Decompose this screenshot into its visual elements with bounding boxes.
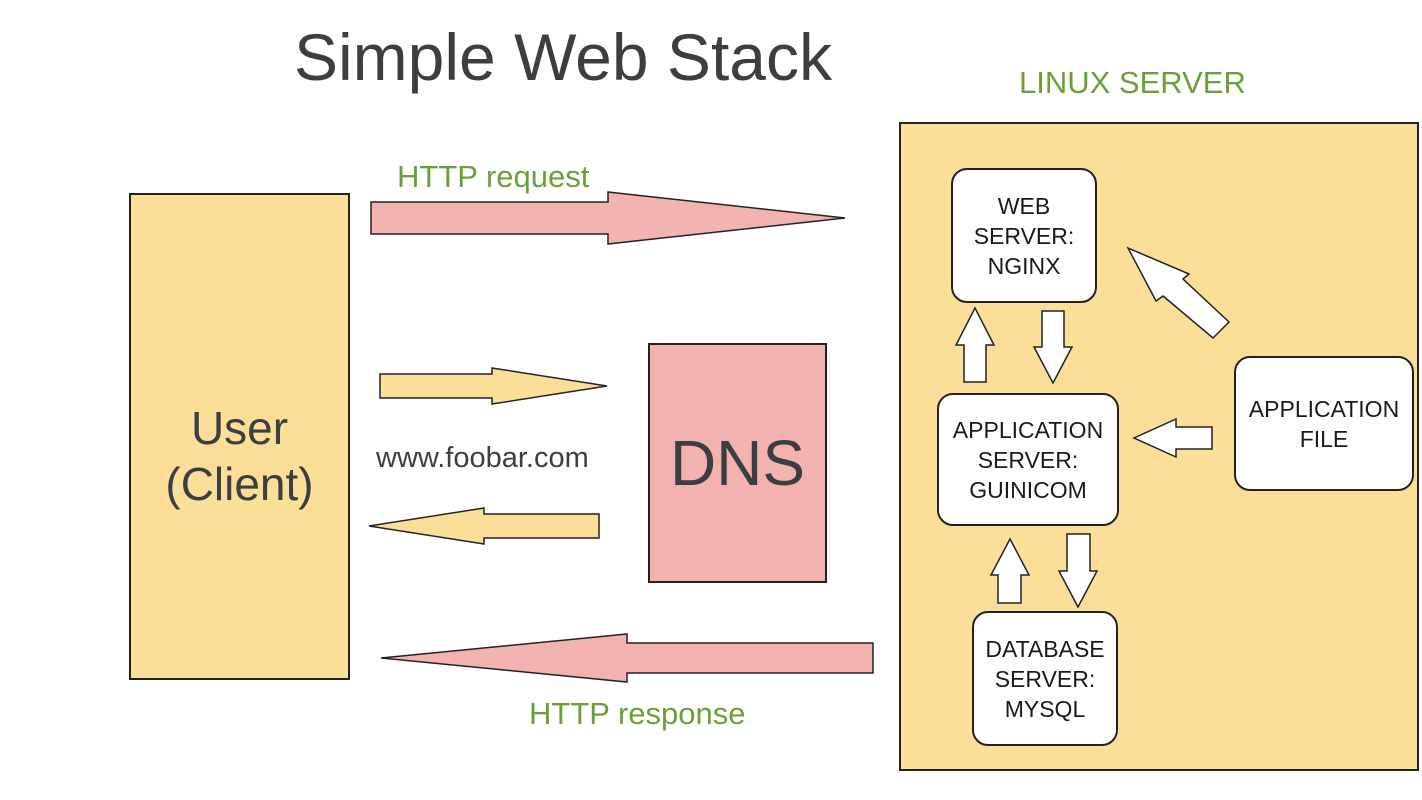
app-server-box: APPLICATION SERVER: GUINICOM bbox=[937, 393, 1119, 526]
dns-box bbox=[648, 343, 827, 583]
database-server-label: DATABASE SERVER: MYSQL bbox=[985, 635, 1105, 722]
http-response-arrow bbox=[380, 633, 874, 683]
web-server-box: WEB SERVER: NGINX bbox=[951, 168, 1097, 303]
http-request-label: HTTP request bbox=[397, 159, 590, 194]
app-to-web-arrow bbox=[954, 306, 996, 383]
app-server-label: APPLICATION SERVER: GUINICOM bbox=[952, 416, 1104, 503]
client-label: User (Client) bbox=[165, 402, 314, 510]
http-request-arrow bbox=[370, 191, 846, 245]
file-to-app-arrow bbox=[1132, 417, 1213, 459]
app-to-db-arrow bbox=[1057, 533, 1099, 609]
domain-name-label: www.foobar.com bbox=[376, 442, 589, 474]
client-box bbox=[129, 193, 350, 680]
file-to-web-arrow bbox=[1126, 246, 1231, 340]
server-label: LINUX SERVER bbox=[1019, 65, 1246, 100]
http-response-label: HTTP response bbox=[529, 696, 746, 731]
application-file-label: APPLICATION FILE bbox=[1248, 395, 1400, 452]
dns-reply-arrow bbox=[368, 507, 600, 545]
page-title: Simple Web Stack bbox=[294, 20, 832, 94]
dns-label: DNS bbox=[669, 427, 806, 499]
db-to-app-arrow bbox=[989, 537, 1031, 604]
web-server-label: WEB SERVER: NGINX bbox=[973, 192, 1075, 279]
web-to-app-arrow bbox=[1032, 310, 1074, 385]
dns-query-arrow bbox=[379, 367, 608, 405]
application-file-box: APPLICATION FILE bbox=[1234, 356, 1414, 491]
database-server-box: DATABASE SERVER: MYSQL bbox=[972, 611, 1118, 746]
